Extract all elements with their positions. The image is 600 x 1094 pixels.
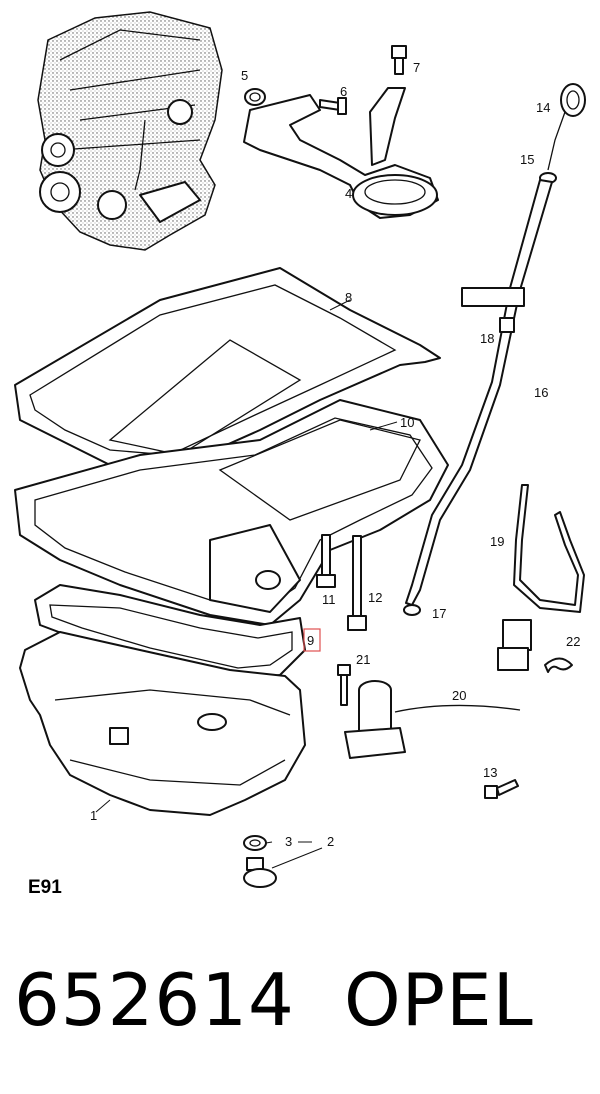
- engine-thumbnail: [37, 11, 223, 251]
- cable-tie-19: [513, 484, 585, 613]
- callout-22: 22: [566, 634, 580, 649]
- callout-9-highlight: [303, 628, 321, 652]
- gasket-ring-5: [244, 88, 266, 106]
- callout-13: 13: [483, 765, 497, 780]
- drain-plug-2: [243, 835, 277, 888]
- oil-level-sensor-20: [344, 680, 521, 759]
- leader-lines: [95, 299, 398, 869]
- bolt-13: [484, 779, 519, 799]
- brand-name: OPEL: [344, 958, 534, 1042]
- bolt-11: [316, 534, 336, 588]
- bolt-6: [319, 97, 347, 115]
- callout-12: 12: [368, 590, 382, 605]
- oil-pan-upper-10: [14, 399, 449, 626]
- sensor-connector-22: [497, 619, 573, 673]
- callout-5: 5: [241, 68, 248, 83]
- callout-7: 7: [413, 60, 420, 75]
- callout-6: 6: [340, 84, 347, 99]
- oil-pan-gasket-8: [14, 267, 441, 471]
- callout-3: 3: [285, 834, 292, 849]
- callout-21: 21: [356, 652, 370, 667]
- callout-2: 2: [327, 834, 334, 849]
- callout-18: 18: [480, 331, 494, 346]
- oil-pan-lower-1: [19, 631, 306, 816]
- callout-17: 17: [432, 606, 446, 621]
- part-number: 652614: [14, 958, 295, 1042]
- oil-pickup-tube: [243, 87, 439, 219]
- bolt-7: [391, 45, 407, 75]
- diagram-code-label: E91: [28, 877, 62, 898]
- callout-1: 1: [90, 808, 97, 823]
- callout-14: 14: [536, 100, 550, 115]
- callout-4: 4: [345, 186, 352, 201]
- callout-10: 10: [400, 415, 414, 430]
- callout-11: 11: [322, 592, 336, 607]
- exploded-parts-diagram: 1 2 3 4 5 6 7 8 9 10 11 12 13 14 15 16 1…: [14, 11, 586, 888]
- callout-16: 16: [534, 385, 548, 400]
- callout-15: 15: [520, 152, 534, 167]
- dipstick-assembly: [403, 83, 586, 616]
- callout-20: 20: [452, 688, 466, 703]
- bolt-12: [347, 535, 367, 631]
- callout-8: 8: [345, 290, 352, 305]
- callout-19: 19: [490, 534, 504, 549]
- callout-9: 9: [307, 633, 314, 648]
- bolt-21: [337, 664, 351, 706]
